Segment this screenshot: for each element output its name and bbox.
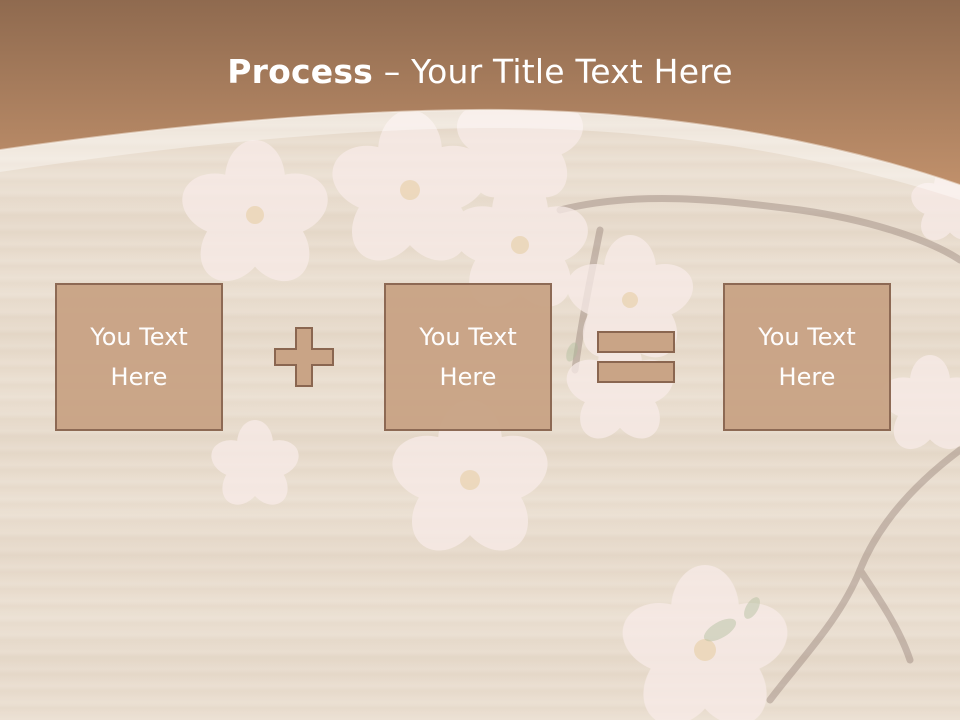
text-box-2-label: You Text Here (419, 323, 517, 391)
text-box-2[interactable]: You Text Here (384, 283, 552, 431)
text-box-1[interactable]: You Text Here (55, 283, 223, 431)
title-rest: – Your Title Text Here (373, 52, 733, 91)
text-box-3-label: You Text Here (758, 323, 856, 391)
equals-icon (597, 331, 675, 383)
slide-title: Process – Your Title Text Here (0, 52, 960, 91)
plus-icon (274, 327, 334, 387)
title-bold: Process (227, 52, 374, 91)
text-box-3[interactable]: You Text Here (723, 283, 891, 431)
header-band (0, 0, 960, 200)
text-box-1-label: You Text Here (90, 323, 188, 391)
